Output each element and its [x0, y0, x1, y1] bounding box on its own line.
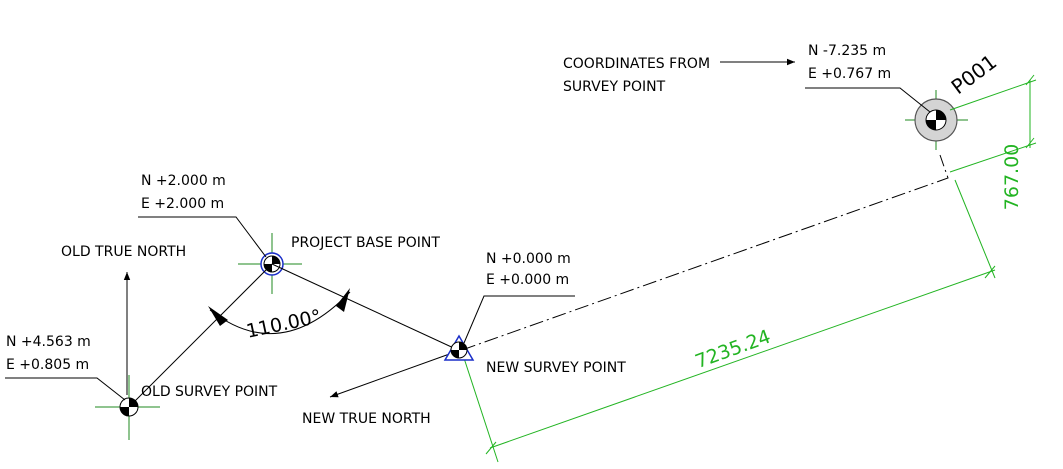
angle-arrow-right [336, 288, 350, 312]
new-survey-point-label: NEW SURVEY POINT [486, 360, 626, 376]
pbp-leader [138, 216, 267, 258]
nsp-leader [463, 295, 575, 344]
coords-from-label-line1: COORDINATES FROM [563, 56, 710, 72]
p001-name-label: P001 [947, 50, 1002, 99]
p001-northing-label: N -7.235 m [808, 43, 886, 59]
coords-from-label-line2: SURVEY POINT [563, 79, 666, 95]
pbp-easting-label: E +2.000 m [141, 196, 224, 212]
dashdot-line-to-p001 [461, 154, 949, 351]
p001-marker [905, 90, 968, 150]
nsp-easting-label: E +0.000 m [486, 272, 569, 288]
old-true-north-label: OLD TRUE NORTH [61, 244, 186, 260]
new-survey-point-marker [443, 334, 475, 361]
angle-arc [209, 291, 351, 335]
angle-arrow-left [208, 306, 228, 326]
osp-leader [5, 377, 126, 401]
old-survey-point-label: OLD SURVEY POINT [141, 384, 278, 400]
line-old-survey-to-base [129, 263, 273, 407]
new-true-north-label: NEW TRUE NORTH [302, 411, 431, 427]
osp-easting-label: E +0.805 m [6, 357, 89, 373]
line-base-to-new-survey [271, 263, 459, 351]
old-survey-point-marker [95, 375, 160, 440]
dimension-short-label: 767.00 [1001, 144, 1023, 210]
osp-northing-label: N +4.563 m [6, 334, 91, 350]
pbp-northing-label: N +2.000 m [141, 173, 226, 189]
project-base-point-label: PROJECT BASE POINT [291, 235, 440, 251]
p001-leader [805, 87, 931, 113]
angle-label: 110.00° [244, 305, 323, 342]
new-true-north-arrow [329, 351, 456, 398]
dimension-long-label: 7235.24 [692, 326, 773, 374]
p001-easting-label: E +0.767 m [808, 66, 891, 82]
dimension-lines [461, 74, 1037, 463]
nsp-northing-label: N +0.000 m [486, 251, 571, 267]
